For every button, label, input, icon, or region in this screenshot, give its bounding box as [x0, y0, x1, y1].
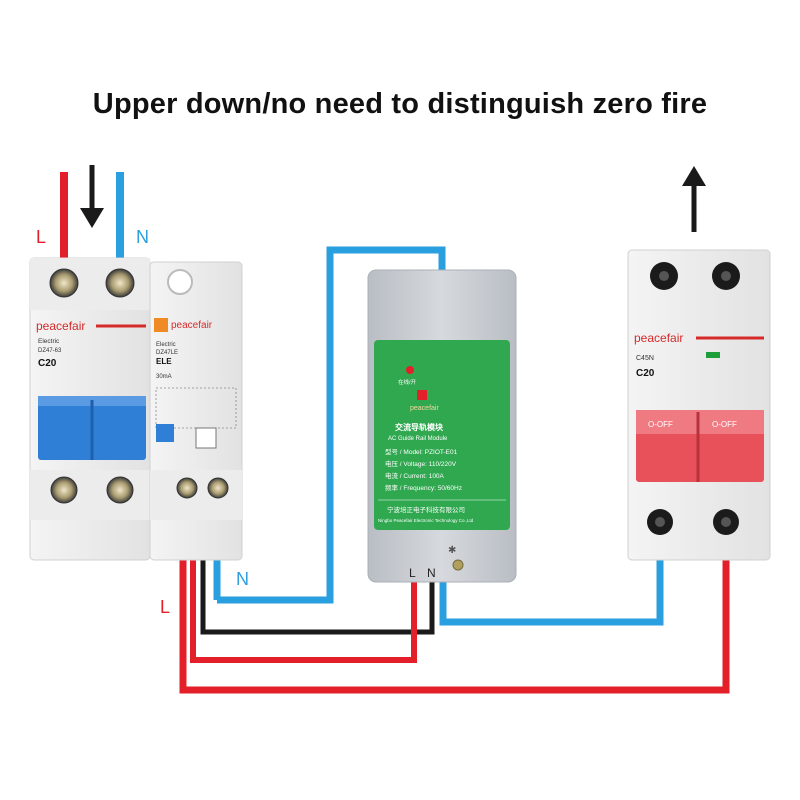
wire-neutral-to-output	[439, 525, 664, 626]
module-terminal-n: N	[427, 566, 436, 580]
arrow-down-icon	[80, 165, 104, 228]
module-name-en: AC Guide Rail Module	[388, 436, 448, 442]
left-breaker-model: DZ47-63	[38, 348, 62, 354]
left-breaker: peacefair Electric DZ47-63 C20	[29, 257, 151, 561]
screw-icon	[207, 477, 229, 499]
screw-icon	[106, 476, 134, 504]
arrow-up-icon	[682, 166, 706, 232]
module-model: 型号 / Model: PZIOT-E01	[385, 447, 458, 456]
module-frequency: 频率 / Frequency: 50/60Hz	[385, 483, 462, 492]
wire-neutral-to-module-top	[217, 246, 446, 604]
screw-icon	[50, 476, 78, 504]
leakage-small-label: Electric	[156, 342, 176, 348]
left-breaker-small-label: Electric	[38, 338, 60, 345]
test-button[interactable]	[167, 269, 193, 295]
right-breaker-model: C45N	[636, 355, 654, 362]
label-top-live: L	[36, 227, 46, 247]
right-breaker: peacefair C45N C20 O-OFF O-OFF	[627, 249, 771, 561]
module-name-cn: 交流导轨模块	[395, 422, 444, 432]
ac-guide-rail-module: 在线/开 peacefair 交流导轨模块 AC Guide Rail Modu…	[367, 269, 517, 583]
diagram-title: Upper down/no need to distinguish zero f…	[92, 88, 708, 120]
wire-live-to-module	[190, 488, 417, 663]
leakage-current: 30mA	[156, 374, 172, 380]
pairing-button[interactable]	[452, 559, 464, 571]
right-breaker-brand: peacefair	[634, 331, 683, 345]
leakage-brand: peacefair	[171, 320, 213, 331]
label-bottom-live: L	[160, 597, 170, 617]
right-breaker-rating: C20	[636, 368, 655, 379]
label-top-neutral: N	[136, 227, 149, 247]
module-header: 在线/开	[398, 378, 417, 386]
screw-icon	[105, 268, 135, 298]
module-terminal-l: L	[409, 566, 416, 580]
screw-icon	[176, 477, 198, 499]
indicator-led-icon	[406, 366, 414, 374]
module-voltage: 电压 / Voltage: 110/220V	[385, 459, 457, 468]
leakage-module: peacefair Electric DZ47LE ELE 30mA	[149, 261, 243, 561]
module-company-cn: 宁波培正电子科技有限公司	[387, 505, 465, 514]
right-breaker-switch-left: O-OFF	[648, 420, 673, 429]
module-current: 电流 / Current: 100A	[385, 471, 445, 480]
bluetooth-icon: ✱	[448, 545, 456, 556]
screw-icon	[49, 268, 79, 298]
left-breaker-brand: peacefair	[36, 319, 85, 333]
brand-logo	[417, 390, 427, 400]
right-breaker-switch-right: O-OFF	[712, 420, 737, 429]
module-brand: peacefair	[410, 405, 439, 412]
leakage-name: ELE	[156, 357, 172, 366]
leakage-model: DZ47LE	[156, 350, 178, 356]
leakage-test-square[interactable]	[156, 424, 174, 442]
module-company-en: Ningbo Peacefair Electronic Technology C…	[378, 518, 474, 523]
left-breaker-rating: C20	[38, 358, 57, 369]
wire-live-to-output	[179, 488, 730, 694]
label-bottom-neutral: N	[236, 569, 249, 589]
